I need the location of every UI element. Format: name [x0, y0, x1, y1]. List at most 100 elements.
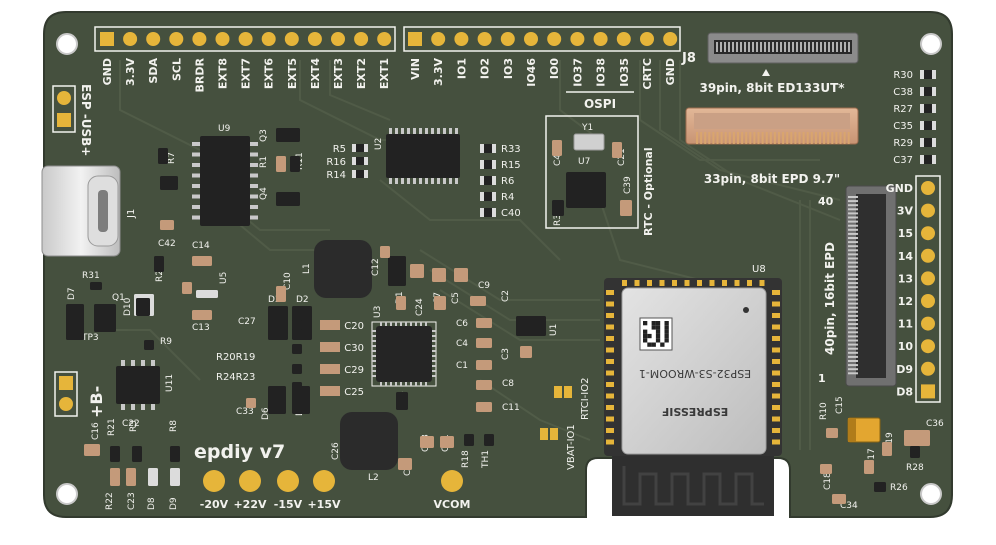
component-body [66, 304, 84, 340]
power-test-pad [239, 470, 261, 492]
ref-designator: C33 [236, 407, 254, 417]
fpc-40pin-label: 40pin, 16bit EPD [823, 242, 837, 355]
ref-designator: R10 [819, 402, 829, 420]
header-left-pin [354, 32, 369, 46]
header-vertical-pin [921, 361, 935, 376]
rtc-block: Y1 U7 RTC - Optional [545, 115, 655, 236]
component-body [276, 156, 286, 172]
ref-designator: C5 [451, 292, 461, 304]
ref-designator: U3 [373, 306, 383, 318]
ref-designator: C21 [617, 148, 627, 166]
header-right-pin-label: IO37 [571, 58, 584, 87]
header-right-pin [454, 32, 469, 46]
ref-designator: C8 [502, 379, 514, 389]
header-left-pin [377, 32, 392, 46]
component-body [476, 360, 492, 370]
header-right-pin-label: 3.3V [432, 58, 445, 86]
ref-designator: C35 [893, 121, 913, 132]
component-body [832, 494, 846, 504]
ref-designator: C23 [127, 492, 137, 510]
header-left-pin-label: BRDR [193, 57, 206, 92]
header-left-pin-label: EXT8 [217, 58, 230, 89]
header-right-pin-label: VIN [409, 58, 422, 80]
header-left-pin [307, 32, 322, 46]
ref-designator: Q1 [112, 293, 125, 303]
ref-designator: C9 [478, 281, 490, 291]
header-right-pin-label: IO46 [525, 58, 538, 87]
header-left-pin [284, 32, 299, 46]
header-right-pin [524, 32, 538, 46]
u2-ic: U2 [374, 128, 460, 184]
ref-designator: R5 [333, 144, 346, 155]
esp-usb-pads: ESP -USB+ [52, 84, 93, 156]
ref-designator: R14 [326, 170, 346, 181]
ref-designator: C10 [283, 272, 293, 290]
header-left-pin-label: SCL [170, 58, 183, 81]
ref-designator: R2 [155, 270, 165, 282]
header-right-pin [593, 32, 608, 46]
ref-designator: C18 [823, 472, 833, 490]
header-vertical-pin-label: D8 [896, 385, 913, 398]
header-vertical-pin-label: 14 [898, 250, 914, 263]
mounting-hole-br [920, 483, 942, 505]
ref-designator: D8 [147, 497, 157, 510]
ref-designator: R9 [160, 337, 172, 347]
pin1-marker-icon [762, 69, 770, 76]
component-body [612, 142, 622, 158]
ref-designator: C26 [331, 442, 341, 460]
ref-designator: C3 [501, 348, 511, 360]
esp-usb-label: ESP -USB+ [79, 84, 93, 156]
ref-designator: R30 [893, 70, 913, 81]
svg-text:U11: U11 [165, 374, 175, 392]
jumper-pads: RTCI-IO2 VBAT-IO1 [540, 378, 591, 470]
rtc-io2-label: RTCI-IO2 [580, 378, 591, 420]
ref-designator: C6 [456, 319, 468, 329]
power-test-pad [277, 470, 299, 492]
header-left-pin-label: EXT2 [355, 58, 368, 89]
ref-designator: R26 [890, 483, 908, 493]
component-body [144, 340, 154, 350]
header-vertical-pin-label: 3V [897, 205, 914, 218]
crystal-y1 [573, 133, 605, 151]
ref-designator: C19 [885, 432, 895, 450]
fpc-40pin-bottom-number: 1 [818, 372, 826, 385]
battery-pad-2 [59, 397, 73, 411]
ref-designator: C2 [501, 290, 511, 302]
header-vertical-pin [921, 316, 935, 331]
ref-designator: Q4 [259, 187, 269, 200]
rtc-optional-label: RTC - Optional [642, 147, 655, 236]
component-body [820, 464, 832, 474]
header-left-pin-label: EXT3 [332, 58, 345, 89]
ref-designator: R6 [501, 176, 514, 187]
ref-designator: R4 [501, 192, 514, 203]
power-test-pad [203, 470, 225, 492]
header-left-pin-label: GND [101, 58, 114, 85]
component-body [158, 148, 168, 164]
ref-designator: TH1 [481, 450, 491, 469]
ref-designator: C20 [344, 321, 364, 332]
u3-ic [371, 321, 437, 387]
header-vertical-pin [921, 181, 935, 195]
component-body [398, 458, 412, 470]
vbat-io1-label: VBAT-IO1 [566, 424, 577, 470]
svg-text:U9: U9 [218, 124, 231, 134]
ref-designator: R27 [893, 104, 913, 115]
component-body [170, 446, 180, 462]
ref-designator: C39 [623, 176, 633, 194]
ref-designator: R31 [82, 271, 100, 281]
tantalum-cap [847, 417, 881, 443]
ref-designator: C4 [456, 339, 468, 349]
battery-pads: +B- [54, 371, 106, 418]
header-vertical-pin [921, 294, 935, 308]
ref-designator: C38 [893, 87, 913, 98]
power-pad-label: +15V [307, 498, 341, 511]
component-body [292, 386, 310, 414]
component-body [476, 402, 492, 412]
ref-designator: R8 [169, 420, 179, 432]
component-body [396, 392, 408, 410]
ref-designator: U1 [549, 324, 559, 336]
header-vertical-pin-label: 12 [898, 295, 913, 308]
